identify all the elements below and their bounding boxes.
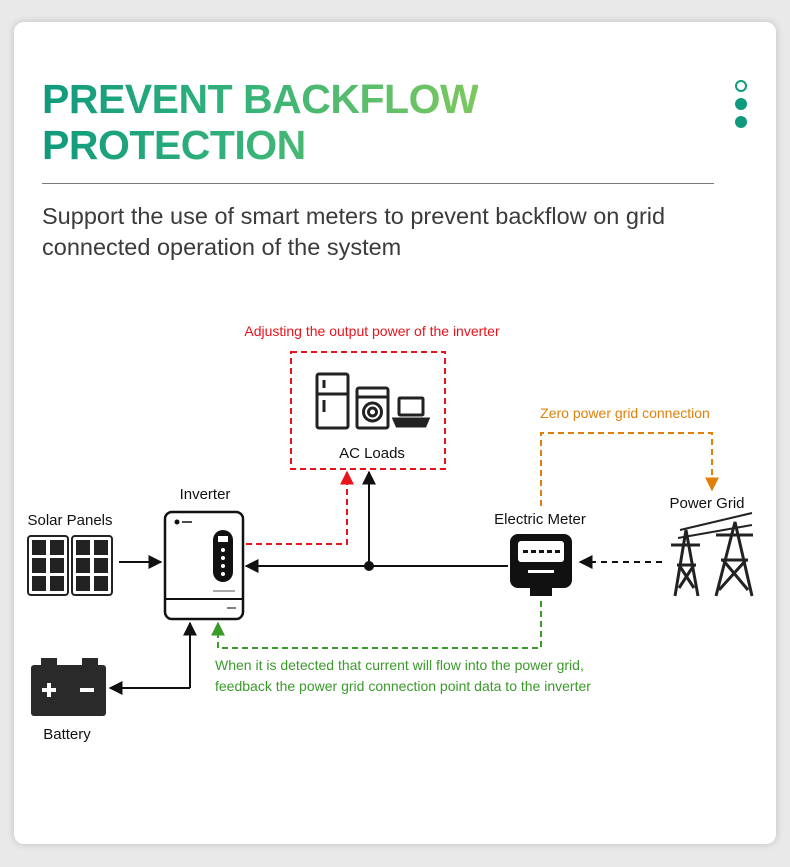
power-tower-icon	[671, 512, 754, 597]
electric-meter-label: Electric Meter	[494, 511, 586, 528]
ac-loads-box	[290, 351, 446, 470]
page-dot-3[interactable]	[735, 116, 747, 128]
junction-node	[364, 561, 374, 571]
solar-panels-label: Solar Panels	[27, 512, 112, 529]
electric-meter-icon	[510, 534, 572, 596]
page-dot-2[interactable]	[735, 98, 747, 110]
fridge-icon	[315, 372, 350, 430]
page-dot-1[interactable]	[735, 80, 747, 92]
zero-grid-link	[540, 432, 719, 506]
feedback-link	[211, 601, 542, 649]
page-subtitle: Support the use of smart meters to preve…	[42, 203, 666, 260]
adjust-output-note: Adjusting the output power of the invert…	[244, 323, 500, 339]
washing-machine-icon	[355, 386, 390, 430]
feedback-note-line-2: feedback the power grid connection point…	[215, 678, 591, 694]
output-adjust-link	[246, 470, 354, 545]
battery-label: Battery	[43, 726, 91, 743]
inverter-label: Inverter	[180, 486, 231, 503]
inverter-icon	[163, 510, 245, 621]
zero-grid-note: Zero power grid connection	[540, 405, 710, 421]
laptop-icon	[391, 396, 431, 428]
title-divider	[42, 183, 714, 184]
battery-icon	[31, 658, 106, 716]
feedback-note-line-1: When it is detected that current will fl…	[215, 657, 584, 673]
ac-loads-label: AC Loads	[339, 445, 405, 462]
power-grid-label: Power Grid	[669, 495, 744, 512]
solar-panel-icon	[27, 535, 113, 596]
